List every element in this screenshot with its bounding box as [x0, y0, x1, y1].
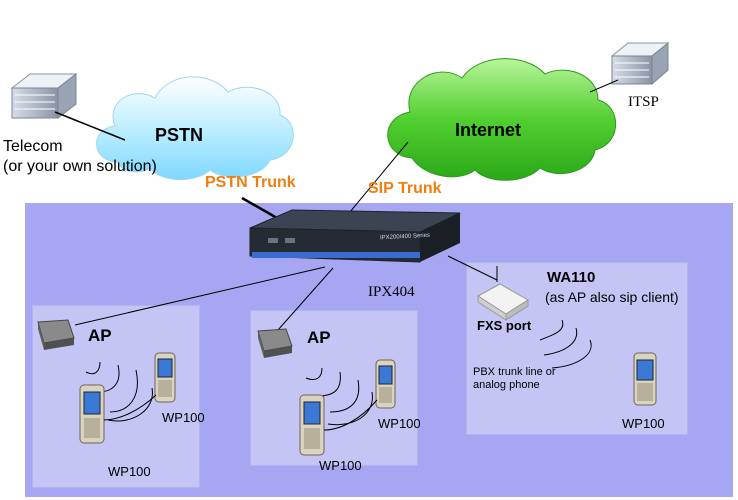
telecom-server-icon: [10, 72, 78, 120]
pbx-line-label: PBX trunk line or: [473, 366, 556, 378]
sip-trunk-label: SIP Trunk: [368, 180, 442, 197]
phone-icon: [79, 384, 105, 444]
telecom-link: [54, 111, 126, 141]
pstn-cloud-icon: [96, 76, 294, 181]
access-point-icon: [257, 328, 293, 358]
pstn-trunk-label: PSTN Trunk: [205, 174, 296, 191]
fxs-port-label: FXS port: [477, 318, 532, 333]
sip-trunk-link: [344, 141, 409, 219]
ap-left-link: [74, 266, 326, 326]
ipx404-label: IPX404: [368, 284, 415, 300]
internet-cloud-icon: [387, 58, 617, 181]
phone-icon: [299, 394, 325, 456]
ap-middle-label: AP: [307, 328, 331, 347]
wa110-link: [447, 255, 498, 281]
ipx404-router-icon: [249, 209, 461, 263]
ap-middle-link: [277, 267, 334, 331]
itsp-label: ITSP: [628, 94, 659, 110]
telecom-note: (or your own solution): [3, 158, 157, 175]
pstn-label: PSTN: [155, 125, 204, 145]
wa110-device-icon: [477, 283, 529, 321]
ap-left-label: AP: [88, 326, 112, 345]
wireless-signals: [85, 319, 592, 426]
wp100-mid-a: WP100: [378, 416, 421, 431]
wp100-mid-b: WP100: [319, 458, 362, 473]
phone-icon: [375, 359, 396, 409]
wa110-note: (as AP also sip client): [545, 289, 679, 305]
internet-label: Internet: [455, 120, 522, 140]
access-point-icon: [37, 319, 75, 350]
telecom-label: Telecom: [3, 138, 63, 155]
wp100-left-b: WP100: [108, 464, 151, 479]
phone-icon: [154, 352, 176, 403]
itsp-link: [589, 79, 619, 93]
wp100-left-a: WP100: [162, 410, 205, 425]
itsp-server-icon: [610, 41, 670, 86]
phone-icon: [633, 352, 657, 406]
pbx-line-label-2: analog phone: [473, 379, 540, 391]
wp100-right: WP100: [622, 416, 665, 431]
wa110-label: WA110: [547, 269, 596, 286]
